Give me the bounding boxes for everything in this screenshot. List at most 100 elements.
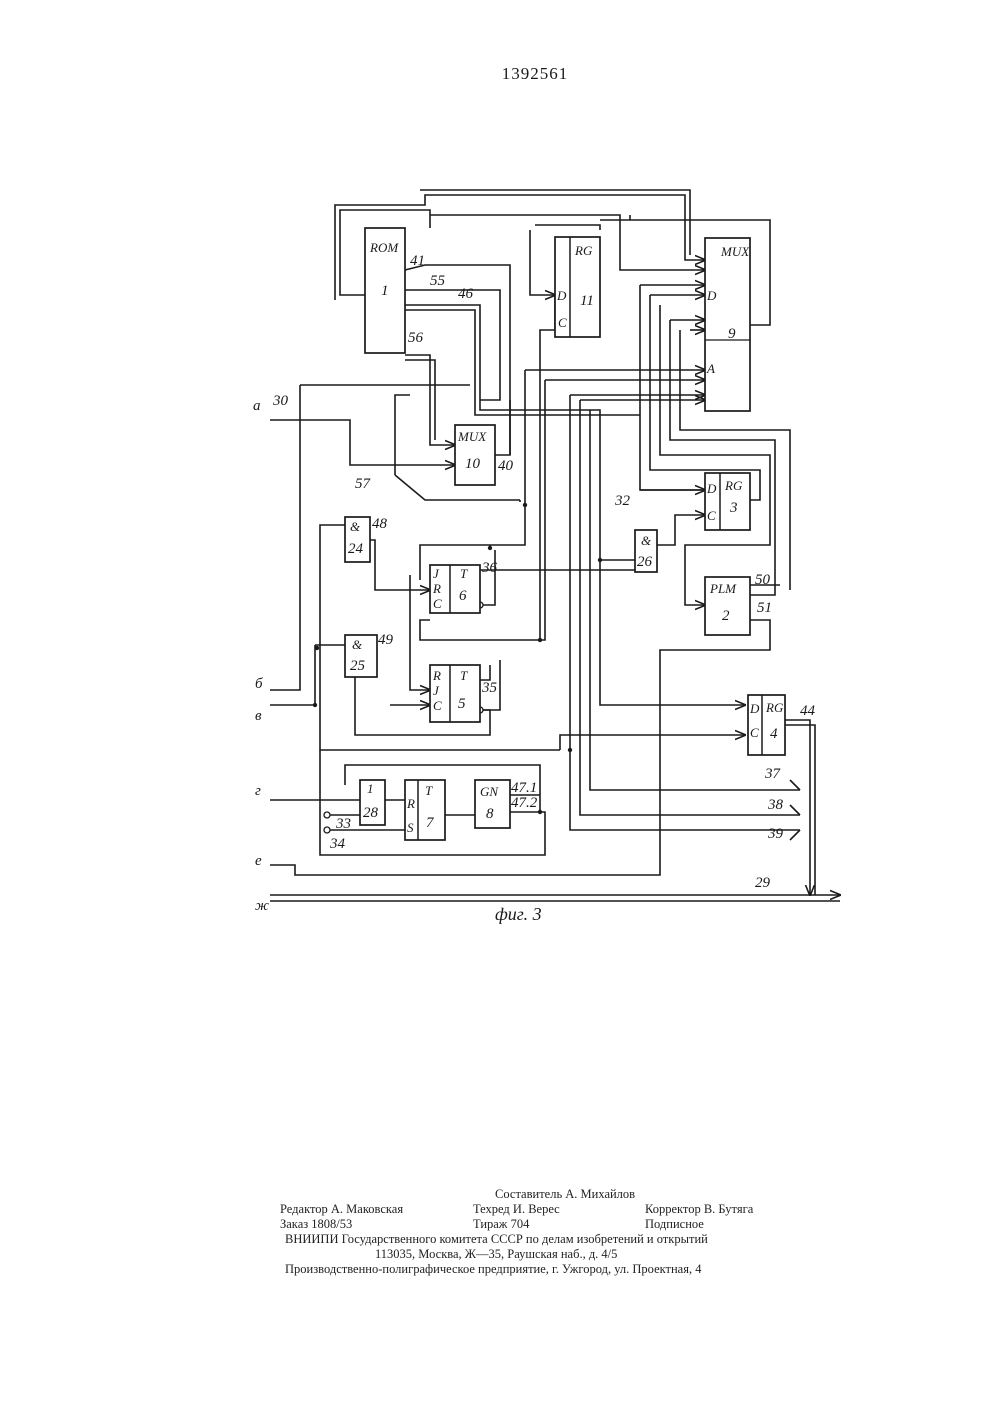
svg-text:47.1: 47.1 bbox=[511, 780, 537, 796]
svg-text:в: в bbox=[255, 708, 262, 724]
order: Заказ 1808/53 bbox=[280, 1217, 352, 1232]
svg-text:47.2: 47.2 bbox=[511, 795, 538, 811]
svg-text:T: T bbox=[460, 566, 468, 581]
svg-text:56: 56 bbox=[408, 330, 424, 346]
wire-44 bbox=[785, 720, 810, 895]
wire-56 bbox=[405, 355, 455, 445]
corrector: Корректор В. Бутяга bbox=[645, 1202, 753, 1217]
svg-text:9: 9 bbox=[728, 326, 736, 342]
block-plm2: PLM 2 bbox=[705, 577, 750, 635]
wire-b bbox=[270, 385, 300, 690]
svg-text:D: D bbox=[556, 288, 567, 303]
svg-text:38: 38 bbox=[767, 797, 784, 813]
svg-text:35: 35 bbox=[481, 680, 498, 696]
wire-v bbox=[270, 645, 315, 705]
wire-39 bbox=[790, 830, 800, 840]
svg-text:R: R bbox=[406, 796, 415, 811]
svg-text:MUX: MUX bbox=[720, 244, 750, 259]
wire-top-bus-4 bbox=[530, 230, 555, 295]
svg-text:MUX: MUX bbox=[457, 429, 487, 444]
block-t7: T 7 R S bbox=[405, 780, 445, 840]
wire-30 bbox=[270, 420, 455, 465]
subscription: Подписное bbox=[645, 1217, 704, 1232]
svg-text:30: 30 bbox=[272, 393, 289, 409]
wire-mux10-sel bbox=[395, 395, 410, 475]
svg-text:28: 28 bbox=[363, 805, 379, 821]
wire-38 bbox=[790, 805, 800, 815]
editor: Редактор А. Маковская bbox=[280, 1202, 403, 1217]
svg-text:D: D bbox=[706, 481, 717, 496]
svg-text:40: 40 bbox=[498, 458, 514, 474]
block-or28: 1 28 bbox=[360, 780, 385, 825]
svg-text:&: & bbox=[350, 519, 361, 534]
svg-text:10: 10 bbox=[465, 456, 481, 472]
svg-text:36: 36 bbox=[481, 560, 498, 576]
svg-text:RG: RG bbox=[574, 243, 593, 258]
svg-text:49: 49 bbox=[378, 632, 394, 648]
svg-text:55: 55 bbox=[430, 273, 446, 289]
figure-caption: фиг. 3 bbox=[495, 904, 542, 924]
svg-text:C: C bbox=[433, 698, 442, 713]
wire-36 bbox=[480, 560, 640, 570]
svg-text:C: C bbox=[433, 596, 442, 611]
svg-text:2: 2 bbox=[722, 608, 730, 624]
block-rg4: RG 4 D C bbox=[748, 695, 785, 755]
circuit-schematic: ROM 1 RG 11 D C MUX 9 D A MUX 10 RG 3 D … bbox=[0, 0, 1000, 1000]
svg-text:32: 32 bbox=[614, 493, 631, 509]
svg-text:34: 34 bbox=[329, 836, 346, 852]
svg-text:ROM: ROM bbox=[369, 240, 399, 255]
compiler: Составитель А. Михайлов bbox=[495, 1187, 635, 1202]
svg-text:37: 37 bbox=[764, 766, 782, 782]
svg-text:1: 1 bbox=[367, 781, 374, 796]
block-rom: ROM 1 bbox=[365, 228, 405, 353]
wire-t6-fb bbox=[480, 550, 495, 605]
svg-text:24: 24 bbox=[348, 541, 364, 557]
block-rg3: RG 3 D C bbox=[705, 473, 750, 530]
svg-text:T: T bbox=[460, 668, 468, 683]
svg-text:8: 8 bbox=[486, 806, 494, 822]
colophon: Составитель А. Михайлов Редактор А. Мако… bbox=[280, 1187, 840, 1277]
block-and24: & 24 bbox=[345, 517, 370, 562]
wire-35 bbox=[480, 665, 490, 680]
wire-48 bbox=[370, 540, 430, 590]
svg-text:г: г bbox=[255, 783, 261, 799]
svg-text:PLM: PLM bbox=[709, 581, 737, 596]
wire-46 bbox=[405, 305, 745, 705]
wire-37 bbox=[790, 780, 800, 790]
wire-top-bus-5 bbox=[535, 225, 600, 230]
address: 113035, Москва, Ж—35, Раушская наб., д. … bbox=[375, 1247, 617, 1262]
svg-text:3: 3 bbox=[729, 500, 738, 516]
svg-text:S: S bbox=[407, 820, 414, 835]
printer: Производственно-полиграфическое предприя… bbox=[285, 1262, 701, 1277]
block-mux10: MUX 10 bbox=[455, 425, 495, 485]
svg-text:6: 6 bbox=[459, 588, 467, 604]
svg-text:D: D bbox=[749, 701, 760, 716]
svg-text:A: A bbox=[706, 361, 715, 376]
svg-text:T: T bbox=[425, 783, 433, 798]
svg-text:C: C bbox=[558, 315, 567, 330]
svg-text:&: & bbox=[641, 533, 652, 548]
svg-text:33: 33 bbox=[335, 816, 351, 832]
techred: Техред И. Верес bbox=[473, 1202, 560, 1217]
svg-text:GN: GN bbox=[480, 784, 499, 799]
svg-text:29: 29 bbox=[755, 875, 771, 891]
svg-text:25: 25 bbox=[350, 658, 366, 674]
svg-text:RG: RG bbox=[765, 700, 784, 715]
svg-text:ж: ж bbox=[255, 898, 269, 914]
svg-text:51: 51 bbox=[757, 600, 772, 616]
svg-text:RG: RG bbox=[724, 478, 743, 493]
svg-text:4: 4 bbox=[770, 726, 778, 742]
svg-text:а: а bbox=[253, 398, 261, 414]
svg-text:R: R bbox=[432, 668, 441, 683]
block-rg11: RG 11 D C bbox=[555, 237, 600, 337]
print-run: Тираж 704 bbox=[473, 1217, 529, 1232]
svg-text:41: 41 bbox=[410, 253, 425, 269]
svg-text:48: 48 bbox=[372, 516, 388, 532]
svg-text:&: & bbox=[352, 637, 363, 652]
wire-rg4-c bbox=[560, 735, 745, 750]
svg-text:D: D bbox=[706, 288, 717, 303]
svg-text:C: C bbox=[750, 725, 759, 740]
svg-text:50: 50 bbox=[755, 572, 771, 588]
svg-text:R: R bbox=[432, 581, 441, 596]
svg-text:44: 44 bbox=[800, 703, 816, 719]
